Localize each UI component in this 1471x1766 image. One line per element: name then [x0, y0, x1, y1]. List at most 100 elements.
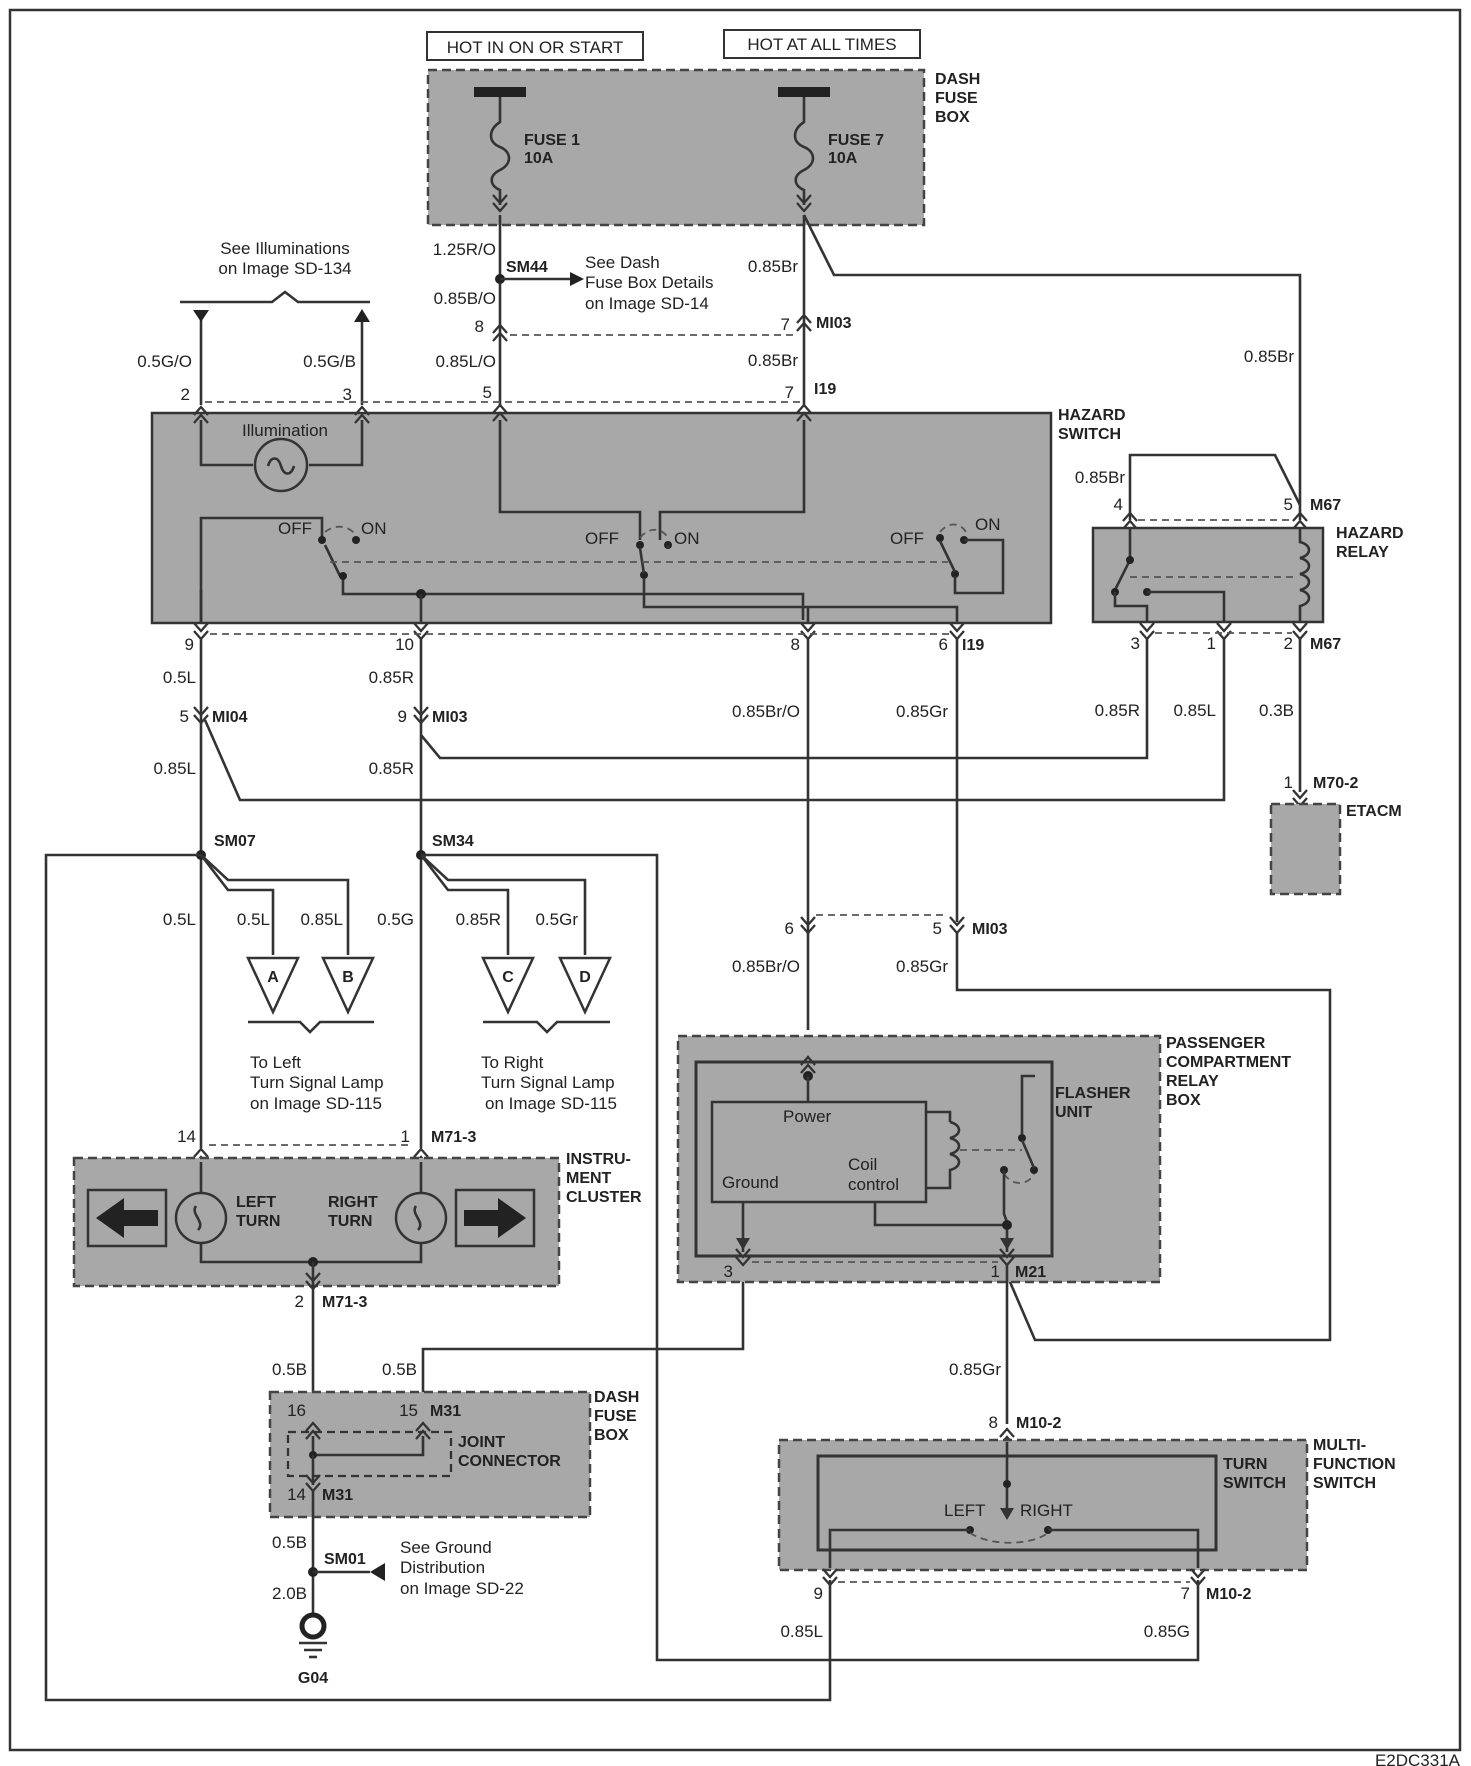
- ground-note: Distribution: [400, 1558, 485, 1577]
- switch-off-label: OFF: [585, 529, 619, 548]
- pin-label: 5: [180, 707, 189, 726]
- pin-label: 7: [1181, 1584, 1190, 1603]
- plug-d-label: D: [579, 969, 591, 986]
- wire-label: 2.0B: [272, 1584, 307, 1603]
- m71-3-label: M71-3: [431, 1129, 476, 1146]
- wire-label: 0.85Br/O: [732, 957, 800, 976]
- plug-c: [481, 956, 535, 1015]
- joint-connector-label: CONNECTOR: [458, 1453, 561, 1470]
- flasher-unit-label: FLASHER: [1055, 1085, 1131, 1102]
- wire-label: 0.5G/O: [137, 352, 192, 371]
- dash-fuse-box-2-label: FUSE: [594, 1408, 637, 1425]
- pin-label: 16: [287, 1401, 306, 1420]
- pin-label: 14: [287, 1485, 306, 1504]
- passenger-compartment-relay-box: [676, 1034, 1162, 1284]
- plug-c-label: C: [502, 969, 514, 986]
- m70-2-label: M70-2: [1313, 775, 1358, 792]
- fuse7-rating: 10A: [828, 150, 858, 167]
- wire-label: 0.85L: [300, 910, 343, 929]
- pin-label: 2: [181, 385, 190, 404]
- m10-2-label: M10-2: [1206, 1586, 1251, 1603]
- pin-label: 9: [814, 1584, 823, 1603]
- wire-label: 0.5L: [163, 668, 196, 687]
- wire-label: 0.85Br: [1075, 468, 1125, 487]
- wire-label: 0.85R: [456, 910, 501, 929]
- wire-label: 0.85Gr: [949, 1360, 1001, 1379]
- joint-connector-label: JOINT: [458, 1434, 505, 1451]
- switch-on-label: ON: [975, 515, 1001, 534]
- mfs-label: FUNCTION: [1313, 1456, 1396, 1473]
- sm34-label: SM34: [432, 833, 474, 850]
- dash-note: on Image SD-14: [585, 294, 709, 313]
- dash-fuse-box-label: FUSE: [935, 90, 978, 107]
- cluster-label: MENT: [566, 1170, 612, 1187]
- dash-fuse-box-label: DASH: [935, 71, 980, 88]
- dash-note: See Dash: [585, 253, 660, 272]
- mfs-label: MULTI-: [1313, 1437, 1366, 1454]
- hot-always-header-box: [723, 29, 921, 59]
- illumination-label: Illumination: [242, 421, 328, 440]
- left-arrow-icon: [96, 1198, 158, 1238]
- pin-label: 14: [177, 1127, 196, 1146]
- plug-b: [321, 956, 375, 1015]
- pin-label: 1: [401, 1127, 410, 1146]
- left-turn-label: LEFT: [236, 1194, 276, 1211]
- pin-label: 1: [991, 1262, 1000, 1281]
- hot-always-header: HOT AT ALL TIMES: [747, 35, 896, 54]
- pin-label: 10: [395, 635, 414, 654]
- sm01-arrow: [370, 1563, 385, 1581]
- pcrb-label: RELAY: [1166, 1073, 1219, 1090]
- right-lamp-brace: [483, 1020, 610, 1034]
- etacm: [1269, 802, 1342, 896]
- left-lamp-brace: [248, 1020, 374, 1034]
- right-turn-label: RIGHT: [328, 1194, 378, 1211]
- wire-label: 1.25R/O: [433, 240, 496, 259]
- flasher-ic: [710, 1100, 928, 1204]
- hot-run-header-box: [426, 31, 644, 61]
- left-lamp-note: Turn Signal Lamp: [250, 1073, 384, 1092]
- pcrb-label: COMPARTMENT: [1166, 1054, 1291, 1071]
- fuse7-busbar: [778, 87, 830, 97]
- wire-label: 0.85B/O: [434, 289, 496, 308]
- ground-point-icon: [299, 1612, 327, 1640]
- pin-label: 8: [791, 635, 800, 654]
- flasher-unit-label: UNIT: [1055, 1104, 1093, 1121]
- plug-d: [558, 956, 612, 1015]
- wire-label: 0.5L: [237, 910, 270, 929]
- switch-off-label: OFF: [278, 519, 312, 538]
- sm44-arrow: [570, 272, 584, 286]
- m31-label: M31: [322, 1487, 353, 1504]
- wire-label: 0.85R: [1095, 701, 1140, 720]
- right-lamp-note: on Image SD-115: [485, 1094, 617, 1113]
- wire-label: 0.5G/B: [303, 352, 356, 371]
- right-arrow-icon: [464, 1198, 526, 1238]
- dash-note: Fuse Box Details: [585, 273, 714, 292]
- wire-label: 0.85L: [153, 759, 196, 778]
- flasher-coil-icon: [926, 1120, 961, 1190]
- left-lamp-note: on Image SD-115: [250, 1094, 382, 1113]
- pin-label: 9: [185, 635, 194, 654]
- pin-label: 8: [475, 317, 484, 336]
- m31-label: M31: [430, 1403, 461, 1420]
- flasher-unit: [694, 1060, 1054, 1258]
- mi03-label: MI03: [432, 709, 468, 726]
- hazard-switch-label: HAZARD: [1058, 407, 1126, 424]
- pin-label: 1: [1207, 634, 1216, 653]
- pin-label: 3: [343, 385, 352, 404]
- right-turn-bulb-icon: [394, 1191, 448, 1245]
- wire-label: 0.85L: [1173, 701, 1216, 720]
- wire-label: 0.5L: [163, 910, 196, 929]
- figure-id: E2DC331A: [1375, 1751, 1461, 1766]
- hot-run-header: HOT IN ON OR START: [447, 38, 624, 57]
- mi03-label: MI03: [972, 921, 1008, 938]
- pin-label: 7: [781, 315, 790, 334]
- i19-label: I19: [962, 637, 984, 654]
- turn-switch-label: SWITCH: [1223, 1475, 1286, 1492]
- joint-connector: [286, 1430, 453, 1478]
- wire-label: 0.85Br/O: [732, 702, 800, 721]
- turn-switch-label: TURN: [1223, 1456, 1267, 1473]
- switch-on-label: ON: [361, 519, 387, 538]
- ground-note: See Ground: [400, 1538, 492, 1557]
- m10-2-label: M10-2: [1016, 1415, 1061, 1432]
- pin-label: 5: [1284, 495, 1293, 514]
